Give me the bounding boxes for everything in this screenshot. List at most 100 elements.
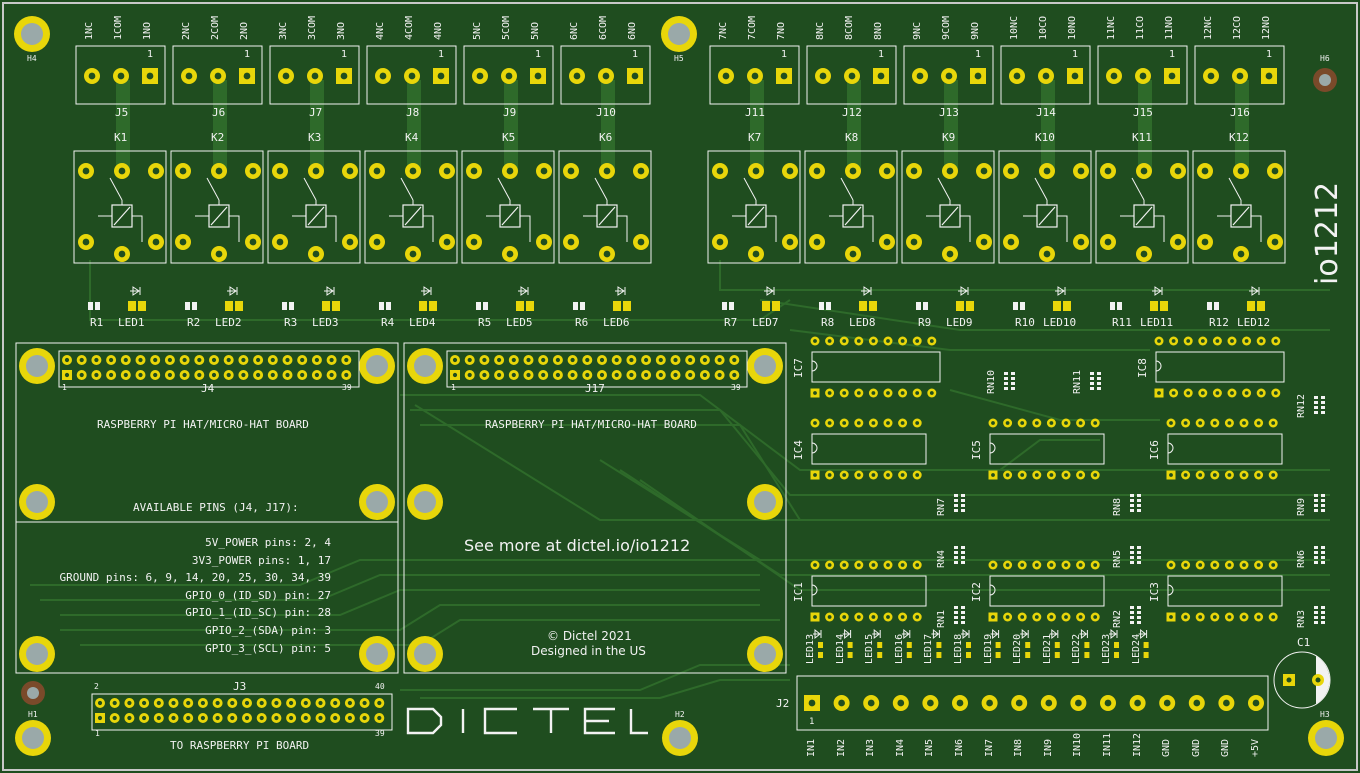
header-J4-pin-drill bbox=[270, 372, 275, 378]
header-J3-pin-drill bbox=[318, 715, 323, 721]
relay-pad-K3-4-drill bbox=[276, 238, 284, 246]
ic-pin-IC2-drill bbox=[991, 615, 995, 619]
rn-pad bbox=[1097, 377, 1101, 380]
led-symbol bbox=[421, 286, 432, 296]
ic-pin-IC5-drill bbox=[991, 421, 995, 425]
ic-pin-IC5-drill bbox=[1064, 473, 1068, 477]
connector-ref: J5 bbox=[115, 106, 129, 119]
connector-ref: J16 bbox=[1230, 106, 1250, 119]
trace-12 bbox=[400, 664, 790, 691]
relay-pad-K8-2-drill bbox=[849, 167, 857, 175]
relay-coil-leads-K5 bbox=[486, 215, 531, 242]
connector-outline-J16 bbox=[1194, 45, 1285, 105]
ic-pin-IC2-drill bbox=[1034, 615, 1039, 619]
ic-notch-IC5 bbox=[989, 442, 996, 454]
mount-hole-H6-drill bbox=[1319, 74, 1331, 86]
relay-pad-K9-3-drill bbox=[980, 167, 988, 175]
available-pins-heading: AVAILABLE PINS (J4, J17): bbox=[133, 501, 299, 514]
resistor-network-ref: RN1 bbox=[936, 609, 947, 628]
header-J3-pin-drill bbox=[347, 700, 352, 706]
relay-ref: K6 bbox=[599, 131, 613, 144]
input-led-ref: LED19 bbox=[982, 633, 994, 664]
header-J17-pin-drill bbox=[702, 372, 708, 378]
resistor-network-ref: RN3 bbox=[1296, 609, 1307, 628]
pin-one-mark: 1 bbox=[244, 49, 251, 60]
connector-ref: J14 bbox=[1036, 106, 1056, 119]
connector-pin-label: 2NO bbox=[239, 21, 250, 40]
connector-outline-J13 bbox=[903, 45, 994, 105]
ic-outline-IC2 bbox=[989, 575, 1105, 607]
header-J17-pin-drill bbox=[688, 372, 693, 378]
header-J17-pin-drill bbox=[452, 372, 458, 378]
header-J17-pin-drill bbox=[644, 372, 649, 378]
ic-pin-IC8-drill bbox=[1157, 391, 1161, 395]
rn-pad bbox=[1314, 396, 1318, 399]
j2-pad-drill bbox=[838, 699, 845, 707]
header-J3-pin-drill bbox=[186, 715, 191, 721]
connector-pad-J14-2-drill bbox=[1042, 72, 1050, 80]
rn-pad bbox=[1314, 509, 1318, 512]
resistor-pad-b bbox=[289, 302, 294, 310]
relay-ref: K2 bbox=[211, 131, 225, 144]
rn-pad bbox=[1090, 387, 1094, 390]
pin-one-mark: 1 bbox=[438, 49, 445, 60]
ic-pin-IC5-drill bbox=[1020, 473, 1025, 477]
pin-one-mark: 1 bbox=[341, 49, 348, 60]
ic-notch-IC8 bbox=[1155, 360, 1162, 372]
relay-pad-K3-1-drill bbox=[276, 167, 284, 175]
connector-outline-J14 bbox=[1000, 45, 1091, 105]
input-led-ref: LED16 bbox=[893, 633, 905, 664]
relay-trace-1 bbox=[116, 80, 130, 170]
header-J4-pin-drill bbox=[64, 357, 70, 363]
led-ref: LED5 bbox=[506, 316, 533, 329]
led-pad-a bbox=[1150, 301, 1158, 311]
ic-pin-IC2-drill bbox=[1093, 615, 1098, 619]
led-symbol bbox=[324, 286, 335, 296]
ic-pin-IC1-drill bbox=[915, 563, 920, 567]
ic-pin-IC3-drill bbox=[1212, 563, 1217, 567]
relay-switch-K5 bbox=[497, 177, 511, 205]
relay-pad-K2-4-drill bbox=[179, 238, 187, 246]
input-led-ref: LED15 bbox=[864, 633, 876, 664]
pin-one-mark: 1 bbox=[878, 49, 885, 60]
rn-pad bbox=[954, 499, 958, 502]
ic-pin-IC6-drill bbox=[1198, 421, 1203, 425]
header-J4-pin-drill bbox=[94, 357, 99, 363]
rn-pad bbox=[1137, 616, 1141, 619]
header-J4-pin-drill bbox=[197, 372, 202, 378]
ic-pin-IC6-drill bbox=[1169, 421, 1173, 425]
header-J4-pin-drill bbox=[79, 357, 84, 363]
ic-pin-IC2-drill bbox=[1034, 563, 1039, 567]
pin-one-mark: 1 bbox=[1266, 49, 1273, 60]
connector-pin-label: 10NO bbox=[1067, 15, 1078, 40]
relay-pad-K11-2-drill bbox=[1140, 167, 1148, 175]
ic-outline-IC8 bbox=[1155, 351, 1285, 383]
resistor-pad-b bbox=[192, 302, 197, 310]
relay-pad-K9-4-drill bbox=[910, 238, 918, 246]
ic-ref: IC8 bbox=[1136, 358, 1149, 378]
j2-pin-label: GND bbox=[1161, 738, 1173, 757]
led-pad-b bbox=[1257, 301, 1265, 311]
connector-outline-J9 bbox=[463, 45, 554, 105]
relay-coil-leads-K6 bbox=[583, 215, 628, 242]
led-pad-b bbox=[869, 301, 877, 311]
relay-trace-9 bbox=[944, 80, 958, 170]
relay-pad-K3-3-drill bbox=[346, 167, 354, 175]
input-led-symbol bbox=[931, 628, 940, 640]
header-J3-pin-drill bbox=[200, 700, 205, 706]
j2-pad-drill bbox=[1134, 699, 1141, 707]
relay-pad-K1-3-drill bbox=[152, 167, 160, 175]
connector-pad-J12-3-drill bbox=[877, 72, 885, 80]
ic-outline-IC1 bbox=[811, 575, 927, 607]
ic-pin-IC6-drill bbox=[1271, 473, 1276, 477]
led-ref: LED12 bbox=[1237, 316, 1271, 329]
resistor-ref: R2 bbox=[187, 316, 201, 329]
resistor-ref: R6 bbox=[575, 316, 589, 329]
input-led-symbol bbox=[1049, 628, 1059, 640]
trace-10 bbox=[60, 604, 760, 631]
rn-pad bbox=[1314, 504, 1318, 507]
input-led-ref: LED18 bbox=[953, 633, 964, 664]
ic-pin-IC6-drill bbox=[1183, 421, 1188, 425]
mount-hole-H4-drill bbox=[21, 23, 43, 45]
ic-notch-IC7 bbox=[811, 360, 818, 372]
